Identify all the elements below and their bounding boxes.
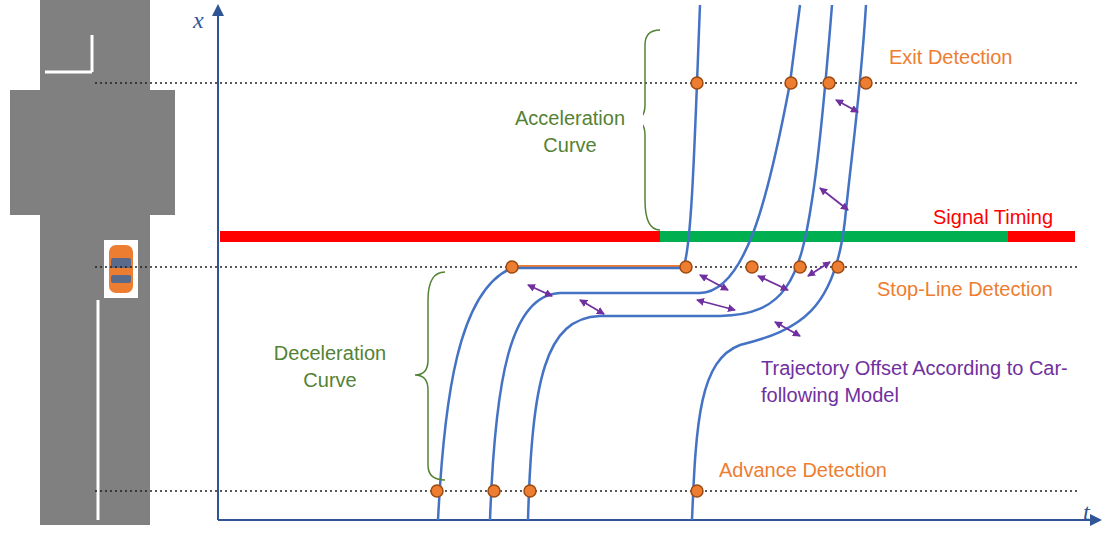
axis-label: t: [1080, 496, 1093, 528]
trajectories: [438, 5, 866, 520]
axis-label: x: [190, 4, 207, 36]
detector-label: Advance Detection: [716, 457, 890, 484]
signal-label: Signal Timing: [930, 204, 1056, 231]
detector-lines: [95, 83, 1080, 491]
detector-label: Exit Detection: [886, 44, 1015, 71]
t-axis: [218, 519, 1100, 521]
curve-label: Deceleration Curve: [252, 340, 408, 394]
detection-dots: [431, 77, 872, 497]
road-illustration: [10, 0, 175, 525]
curve-label: Acceleration Curve: [497, 105, 643, 159]
callout-note: Trajectory Offset According to Car-follo…: [758, 355, 1094, 409]
curve-braces: [415, 30, 660, 480]
x-axis: [217, 6, 219, 520]
detector-label: Stop-Line Detection: [874, 276, 1056, 303]
signal-bar: [220, 231, 1075, 242]
